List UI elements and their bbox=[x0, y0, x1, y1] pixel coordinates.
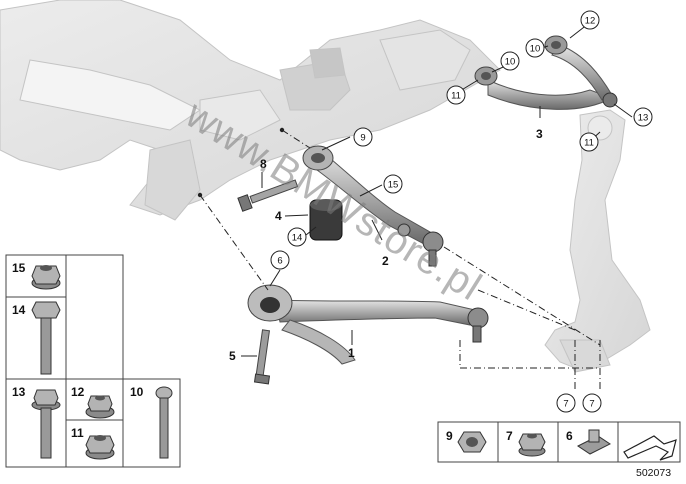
hex-nut-icon bbox=[457, 431, 487, 453]
legend-label-6: 6 bbox=[566, 429, 573, 443]
legend-label-13: 13 bbox=[12, 385, 26, 399]
circled-10b: 10 bbox=[530, 44, 541, 55]
connection-lines bbox=[199, 129, 601, 390]
circled-10a: 10 bbox=[505, 57, 516, 68]
circled-7a: 7 bbox=[563, 399, 568, 410]
circled-11a: 11 bbox=[451, 91, 461, 102]
hydro-bushing bbox=[309, 199, 343, 241]
circled-12: 12 bbox=[585, 16, 596, 27]
circled-13: 13 bbox=[638, 113, 649, 124]
torx-bolt-icon bbox=[155, 386, 173, 459]
circled-callouts bbox=[270, 10, 653, 413]
lower-control-arm bbox=[247, 284, 489, 365]
callout-bolt-upper: 8 bbox=[260, 157, 267, 171]
legend-label-15: 15 bbox=[12, 261, 26, 275]
callout-bushing: 4 bbox=[275, 209, 282, 223]
circled-11b: 11 bbox=[584, 138, 594, 149]
circled-6: 6 bbox=[277, 256, 282, 267]
wheel-carrier bbox=[544, 109, 651, 373]
legend-bottom bbox=[437, 421, 681, 463]
cage-nut-icon bbox=[577, 429, 611, 455]
callout-lower-arm: 1 bbox=[348, 346, 355, 360]
self-locking-nut-icon bbox=[518, 433, 546, 457]
upper-control-arm bbox=[474, 35, 618, 110]
collar-nut-icon bbox=[85, 395, 115, 419]
circled-9: 9 bbox=[360, 133, 365, 144]
callout-thrust-rod: 2 bbox=[382, 254, 389, 268]
flange-bolt-icon bbox=[31, 389, 61, 459]
legend-label-14: 14 bbox=[12, 303, 26, 317]
long-hex-bolt-icon bbox=[31, 301, 61, 375]
doc-number: 502073 bbox=[636, 467, 671, 479]
subframe bbox=[0, 0, 501, 221]
circled-14: 14 bbox=[292, 233, 303, 244]
legend-left bbox=[5, 254, 181, 468]
callout-upper-arm: 3 bbox=[536, 127, 543, 141]
legend-label-11: 11 bbox=[71, 426, 84, 440]
arrow-box-icon bbox=[623, 435, 677, 461]
bolt-5 bbox=[253, 329, 271, 385]
legend-label-10: 10 bbox=[130, 385, 144, 399]
legend-label-7: 7 bbox=[506, 429, 513, 443]
flange-nut-icon-11 bbox=[85, 435, 115, 460]
legend-label-9: 9 bbox=[446, 429, 453, 443]
bolt-8 bbox=[237, 179, 299, 212]
circled-7b: 7 bbox=[589, 399, 594, 410]
legend-label-12: 12 bbox=[71, 385, 85, 399]
callout-bolt-lower: 5 bbox=[229, 349, 236, 363]
flange-nut-icon bbox=[31, 265, 61, 290]
circled-15: 15 bbox=[388, 180, 399, 191]
thrust-rod bbox=[302, 145, 444, 267]
